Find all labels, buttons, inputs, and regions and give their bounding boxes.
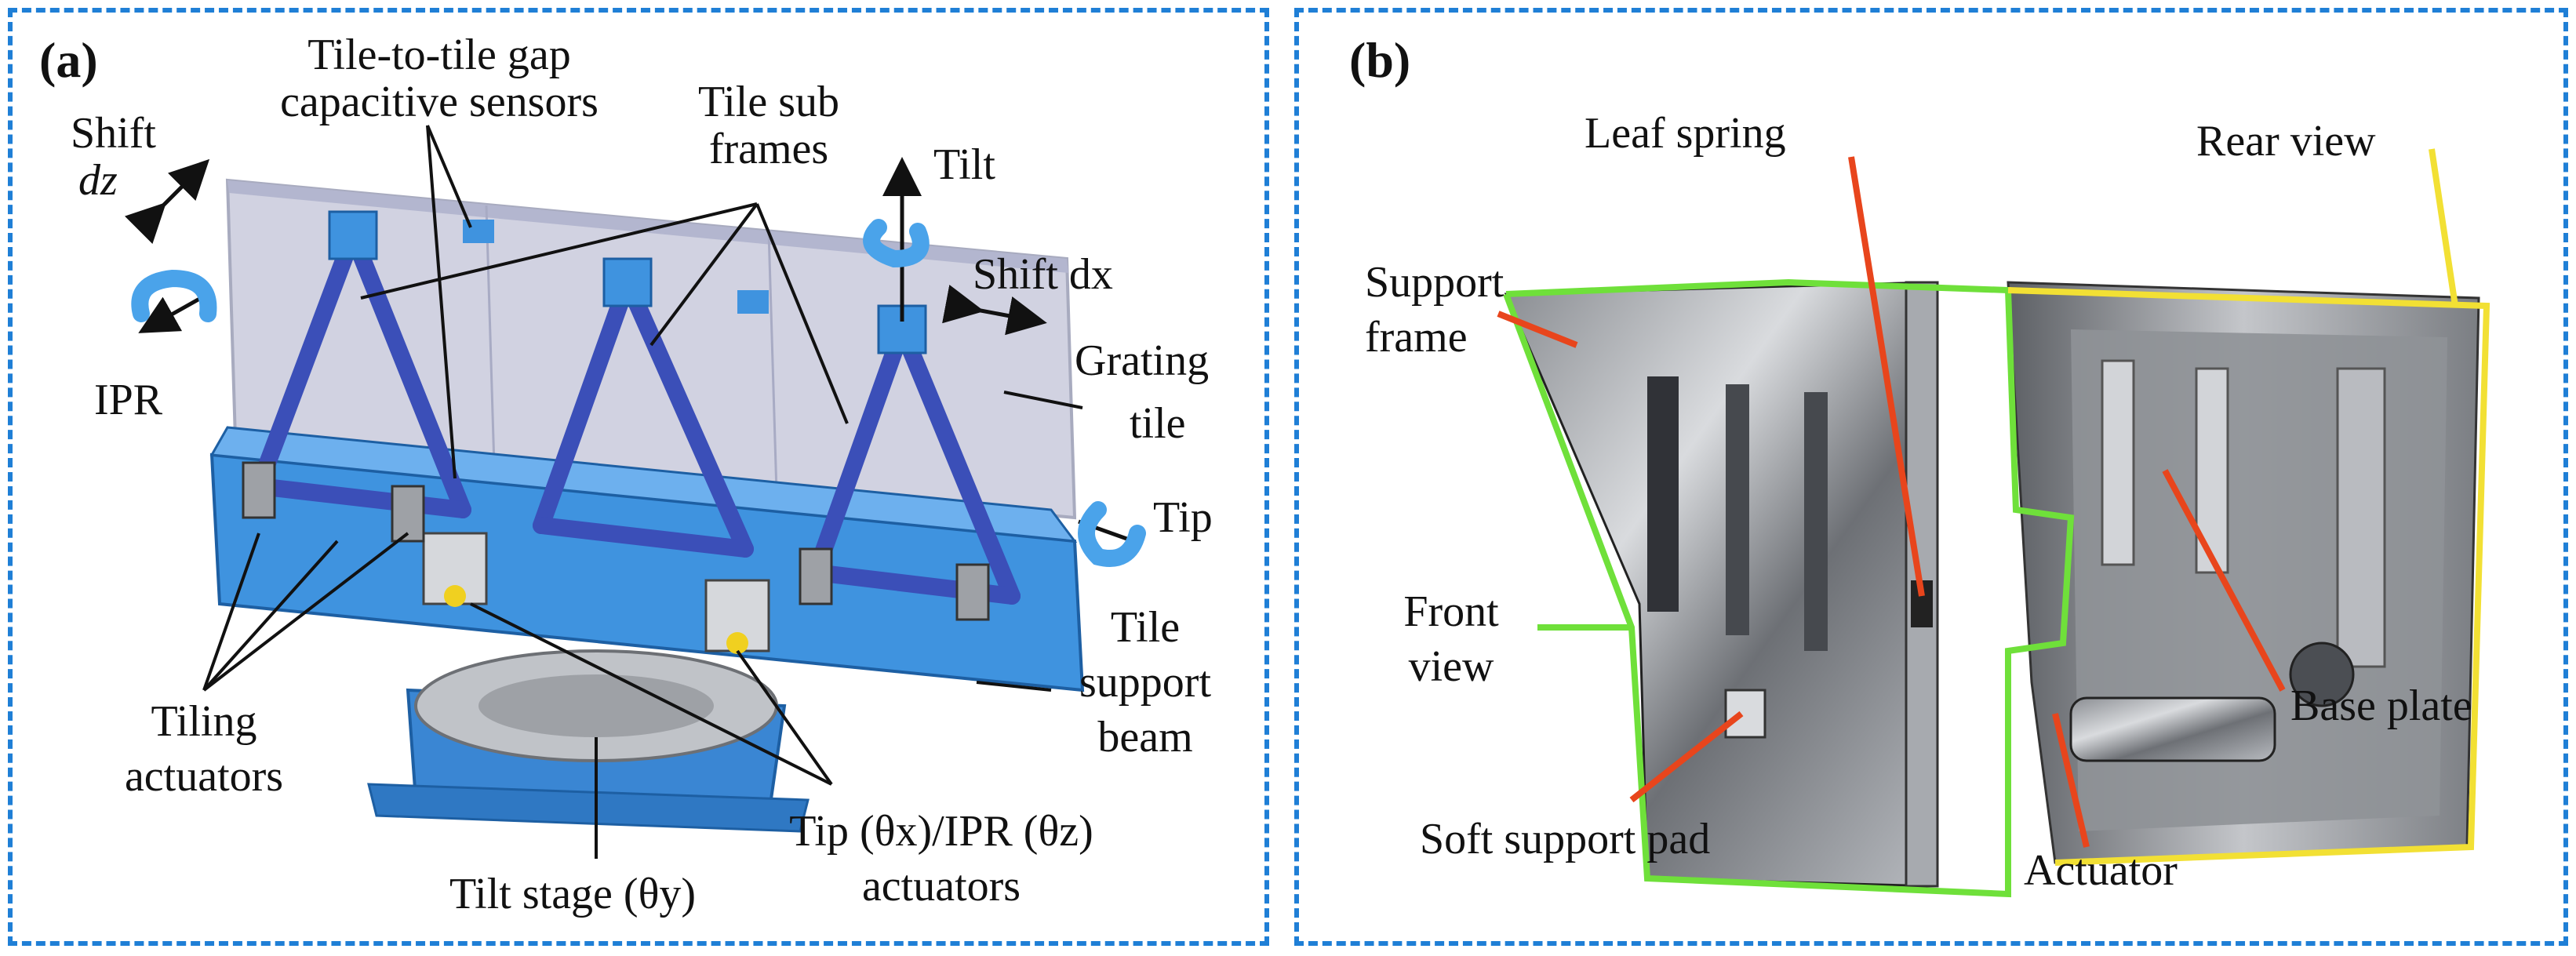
grating-tile-top-edge bbox=[227, 180, 1068, 273]
shift-dz-label-2: dz bbox=[78, 156, 118, 205]
gap-sensor-2 bbox=[737, 290, 769, 314]
panel-a-leaders bbox=[202, 125, 1083, 859]
shift-dx-arrow bbox=[942, 285, 1047, 336]
tip-ipr-actuators-label-1: Tip (θx)/IPR (θz) bbox=[789, 807, 1093, 856]
tilt-stage-label: Tilt stage (θy) bbox=[449, 870, 697, 918]
support-beam-label-1: Tile bbox=[1110, 603, 1181, 652]
frame-slot-2 bbox=[1726, 384, 1749, 635]
frame-slot-3 bbox=[1804, 392, 1828, 651]
front-view-label-1: Front bbox=[1403, 587, 1499, 636]
tiling-actuator-4 bbox=[955, 563, 990, 621]
panel-a-frame bbox=[8, 8, 1269, 946]
shift-dz-label-1: Shift bbox=[71, 109, 156, 158]
front-view-label-2: view bbox=[1408, 642, 1494, 691]
frame-slot-1 bbox=[1647, 376, 1679, 612]
support-beam-top bbox=[209, 426, 1078, 543]
tip-ipr-actuators-label-2: actuators bbox=[861, 862, 1021, 911]
grating-tile-label-2: tile bbox=[1130, 399, 1186, 448]
tiling-actuators-label-2: actuators bbox=[124, 752, 284, 801]
ipr-label: IPR bbox=[94, 376, 163, 424]
panel-b-frame bbox=[1294, 8, 2568, 946]
tilt-stage-foot bbox=[367, 783, 810, 833]
tiling-actuator-1 bbox=[242, 461, 276, 519]
rear-bracket-1 bbox=[2101, 359, 2135, 566]
tile-sub-frame-2 bbox=[533, 274, 754, 558]
soft-support-pad-label: Soft support pad bbox=[1420, 815, 1711, 863]
ipr-rotation-icon bbox=[131, 269, 217, 322]
shift-dx-label: Shift dx bbox=[973, 250, 1113, 299]
support-beam-label-3: beam bbox=[1097, 713, 1193, 762]
tiling-actuator-3 bbox=[799, 547, 833, 605]
sub-frame-2-mount bbox=[602, 257, 653, 307]
sub-frame-1-mount bbox=[328, 210, 378, 260]
tilt-stage-hub bbox=[478, 674, 714, 737]
sub-frames-label-1: Tile sub bbox=[697, 78, 839, 126]
tile-seam-2 bbox=[767, 231, 778, 493]
rear-view-outline bbox=[2007, 287, 2490, 866]
support-frame-body bbox=[1504, 281, 1939, 888]
gap-sensors-label-1: Tile-to-tile gap bbox=[307, 31, 571, 79]
actuator-2-marker bbox=[726, 632, 748, 654]
tiling-actuator-2 bbox=[391, 485, 425, 543]
rear-view-label: Rear view bbox=[2196, 117, 2376, 165]
panel-a-illustration bbox=[125, 125, 1146, 859]
support-beam-label-2: support bbox=[1079, 658, 1211, 707]
shift-dz-arrow bbox=[125, 158, 210, 244]
leaf-spring-label: Leaf spring bbox=[1585, 109, 1786, 158]
ipr-axis-arrow bbox=[138, 292, 209, 333]
support-frame-label-2: frame bbox=[1365, 313, 1468, 362]
rear-mount-knob bbox=[2289, 642, 2355, 707]
tip-rotation-icon bbox=[1078, 501, 1146, 567]
sub-frames-label-2: frames bbox=[708, 125, 829, 173]
tilt-label: Tilt bbox=[933, 140, 995, 189]
tile-seam-1 bbox=[485, 205, 496, 467]
actuator-cylinder bbox=[2069, 696, 2276, 762]
tile-sub-frame-1 bbox=[250, 227, 471, 518]
panel-b-leaders bbox=[1497, 156, 2286, 848]
tip-label: Tip bbox=[1153, 493, 1213, 542]
panel-a-letter: (a) bbox=[39, 32, 98, 88]
grating-tile-label-1: Grating bbox=[1075, 336, 1210, 385]
soft-support-pad bbox=[1724, 689, 1766, 739]
tiling-actuators-label-1: Tiling bbox=[151, 697, 257, 746]
rear-rod-assembly bbox=[2336, 367, 2386, 668]
tilt-rotation-icon bbox=[863, 219, 930, 268]
base-plate-label: Base plate bbox=[2290, 682, 2472, 730]
support-frame-label-1: Support bbox=[1365, 258, 1504, 307]
panel-b-letter: (b) bbox=[1349, 32, 1411, 88]
panel-b-illustration bbox=[1497, 148, 2490, 898]
actuator-label: Actuator bbox=[2024, 846, 2178, 895]
actuator-1-marker bbox=[444, 585, 466, 607]
gap-sensors-label-2: capacitive sensors bbox=[280, 78, 599, 126]
rear-view-leader bbox=[2429, 148, 2458, 307]
